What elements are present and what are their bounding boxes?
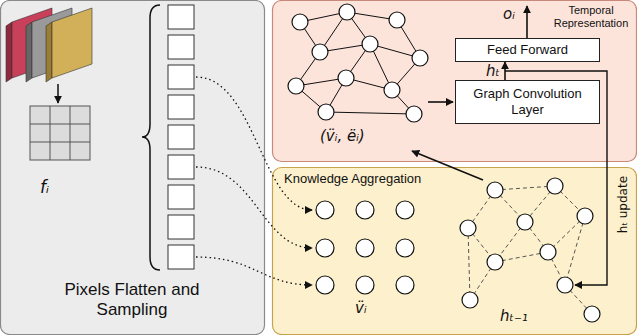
pixel-token [168,95,194,119]
box-label: Graph Convolution Layer [461,86,594,117]
panel-shape [273,1,637,162]
box-label: Feed Forward [487,42,568,58]
pixel-token [168,245,194,269]
layer-side [46,22,52,82]
node-circle [356,201,374,219]
panel-shape [1,1,265,335]
sampling-line [196,257,312,285]
stroke [30,142,90,143]
output-arrow [526,6,528,38]
graph-node [577,208,593,224]
graph-node [462,292,478,308]
node-circle [316,201,334,219]
graph-node [292,14,308,30]
graph-edge-dashed [565,216,585,285]
graph-node [338,70,354,86]
feature-symbol: fᵢ [40,178,49,197]
graph-symbol: (v̈ᵢ, ëᵢ) [320,128,365,145]
pixel-token [168,155,194,179]
edge-label: hₜ [486,63,500,80]
pixel-token [168,185,194,209]
node-circle [396,201,414,219]
graph-edge-dashed [468,228,470,300]
graph-node [406,106,422,122]
pixel-token [168,65,194,89]
panel-title: Knowledge Aggregation [284,171,484,187]
graph-node [460,220,476,236]
graph-node [547,178,563,194]
panel-title: Temporal Representation [548,4,634,30]
feature-layer [52,8,92,78]
node-circle [356,276,374,294]
sampling-line [196,77,312,210]
process-box: Graph Convolution Layer [455,80,600,124]
panel-title: Pixels Flatten and Sampling [62,280,202,321]
stroke [50,106,51,160]
layer-side [6,22,12,82]
graph-node [389,12,405,28]
graph-node [487,182,503,198]
process-box: Feed Forward [455,38,600,62]
graph-node [318,104,334,120]
graph-edge-dashed [495,186,555,190]
node-symbol: v̈ᵢ [355,300,367,317]
node-circle [356,239,374,257]
stroke [70,106,71,160]
graph-node [384,82,400,98]
graph-node [288,78,304,94]
graph-node [312,44,328,60]
update-label: hₜ update [617,176,630,233]
output-symbol: oᵢ [503,6,515,23]
panel-shape [273,168,637,335]
pixel-token [168,35,194,59]
state-symbol: hₜ₋₁ [500,308,528,325]
stroke [30,124,90,125]
aggregation-panel: Knowledge Aggregation [272,167,637,335]
node-circle [396,276,414,294]
graph-node [339,4,355,20]
node-circle [316,276,334,294]
graph-node [517,214,533,230]
graph-node [540,244,556,260]
layer-side [26,22,32,82]
brace [142,5,160,270]
arrow [428,101,453,103]
pixel-token [168,125,194,149]
node-circle [316,239,334,257]
graph-node [557,277,573,293]
arrow [57,84,59,103]
graph-node [412,50,428,66]
graph-node [584,306,600,322]
pixel-token [168,5,194,29]
arrow [412,151,483,180]
pixel-grid [30,106,90,160]
graph-edge [326,112,414,114]
pixel-token [168,215,194,239]
graph-node [362,36,378,52]
graph-node [487,254,503,270]
connector [504,62,506,80]
node-circle [396,239,414,257]
input-panel: Pixels Flatten and Sampling [0,0,265,335]
